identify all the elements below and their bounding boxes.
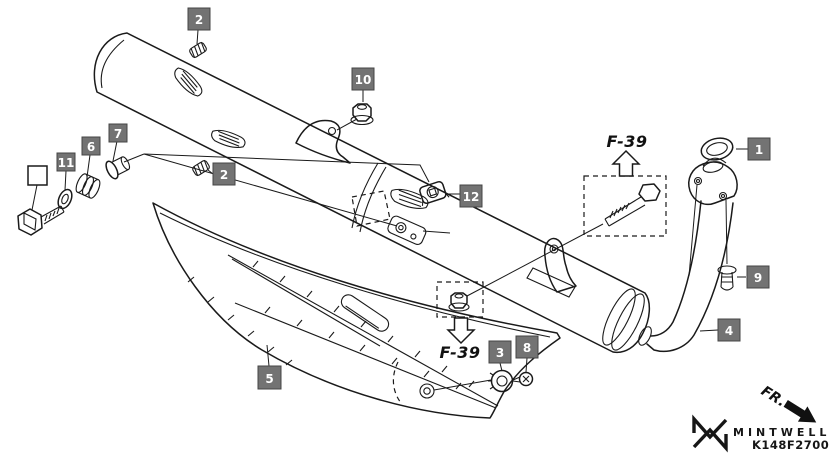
part-label-2-mid[interactable]: 2: [212, 162, 236, 186]
part-label-6[interactable]: 6: [81, 136, 101, 156]
direction-arrow-up: [611, 149, 641, 177]
part-label-3[interactable]: 3: [488, 340, 512, 364]
brand-name: MINTWELL: [733, 426, 830, 439]
part-number: 10: [355, 73, 372, 87]
mount-bolt: [17, 205, 65, 236]
louver-vent: [390, 188, 429, 210]
part-label-8[interactable]: 8: [515, 335, 539, 359]
part-number: 5: [265, 372, 273, 386]
long-bolt: [604, 183, 661, 227]
louver-vent: [174, 67, 203, 97]
exhaust-gasket: [700, 137, 734, 161]
muffler-body: [93, 32, 652, 354]
part-number: 2: [195, 13, 203, 27]
washer: [57, 188, 73, 210]
part-number: 8: [523, 341, 531, 355]
part-label-9[interactable]: 9: [746, 265, 770, 289]
rubber-mount: [75, 173, 101, 199]
part-number: 11: [58, 156, 75, 170]
muffler-stay-bracket: [526, 237, 577, 298]
part-number: 6: [87, 140, 95, 154]
diagram-code: K148F2700: [752, 438, 829, 452]
screw: [512, 371, 534, 387]
part-number: 3: [496, 346, 504, 360]
brand-logo-icon: [692, 414, 728, 453]
heat-shield: [152, 202, 561, 419]
grommet: [488, 369, 514, 393]
part-label-7[interactable]: 7: [108, 123, 128, 143]
part-number: 7: [114, 127, 122, 141]
watermark: MINTWELL K148F2700: [692, 414, 830, 453]
empty-label-box: [27, 165, 48, 186]
part-number: 9: [754, 271, 762, 285]
part-number: 12: [463, 190, 480, 204]
frame-ref-bottom: [436, 281, 484, 345]
louver-vent: [211, 129, 246, 149]
spring-clip: [189, 41, 207, 59]
direction-arrow-down: [446, 317, 476, 345]
leader-lines: [31, 29, 748, 391]
part-label-12[interactable]: 12: [459, 184, 483, 208]
frame-ref-text-top: F-39: [606, 132, 647, 151]
part-number: 2: [220, 168, 228, 182]
frame-ref-top: [583, 149, 667, 237]
front-arrow-icon: [783, 400, 817, 423]
part-label-10[interactable]: 10: [351, 67, 375, 91]
part-number: 1: [755, 143, 763, 157]
part-label-1[interactable]: 1: [747, 137, 771, 161]
part-label-5[interactable]: 5: [257, 365, 282, 390]
pipe-clip: [717, 265, 737, 291]
spring-clip: [192, 159, 210, 177]
part-label-4[interactable]: 4: [717, 318, 741, 342]
flange-nut: [350, 103, 374, 126]
frame-ref-text-bottom: F-39: [439, 343, 480, 362]
part-label-2-top[interactable]: 2: [187, 7, 211, 31]
part-number: 4: [725, 324, 733, 338]
front-direction-indicator: FR.: [758, 383, 817, 423]
flange-nut: [448, 292, 470, 312]
mount-collar: [105, 156, 131, 180]
part-label-11[interactable]: 11: [56, 152, 76, 172]
hanger-bracket: [295, 119, 351, 164]
